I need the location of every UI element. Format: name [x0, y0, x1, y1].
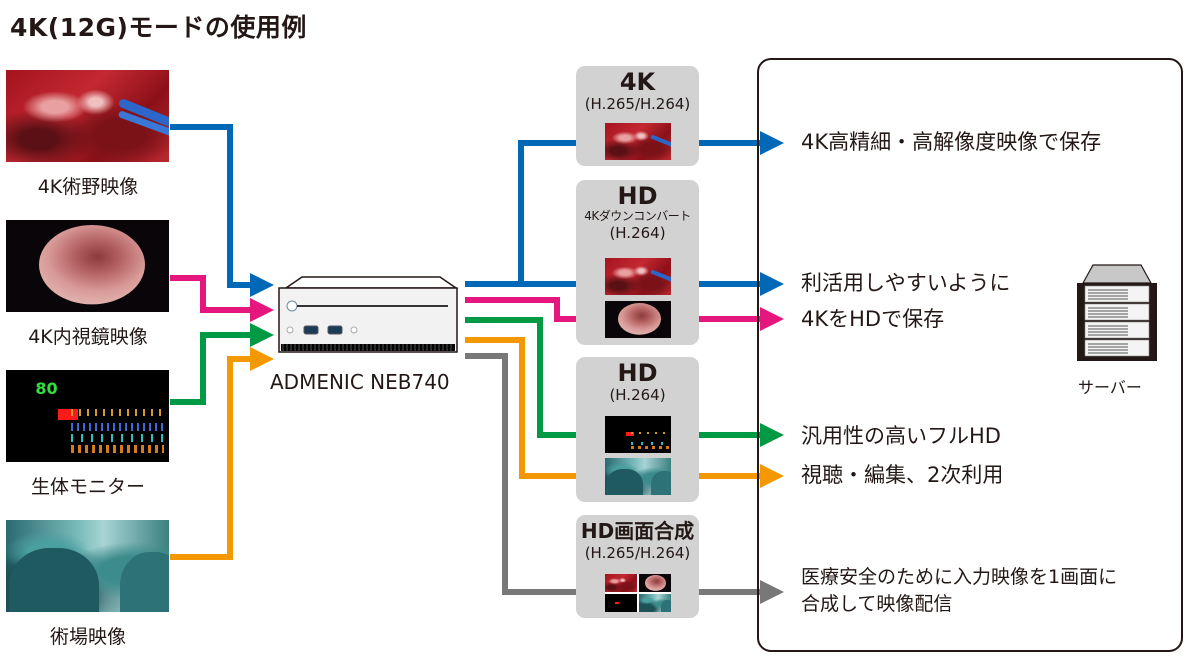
- encoder-heading: HD画面合成: [580, 519, 695, 543]
- encoder-codec: (H.264): [609, 386, 666, 404]
- thumb-surgical-field: [605, 123, 671, 160]
- input-line-orange: [170, 347, 274, 560]
- source-image-operating-room: [6, 520, 169, 612]
- thumb-operating-room: [605, 458, 671, 495]
- thumb-endoscope: [605, 301, 671, 338]
- thumb-operating-room: [639, 594, 671, 612]
- thumb-composite: [605, 574, 671, 612]
- source-image-vital-monitor: 80: [6, 370, 169, 462]
- encoder-codec: (H.265/H.264): [584, 95, 691, 113]
- encoder-box-4k: 4K (H.265/H.264): [576, 66, 699, 166]
- encoder-codec: (H.264): [609, 224, 666, 242]
- destination-4k-storage: 4K高精細・高解像度映像で保存: [801, 130, 1102, 154]
- destination-viewing-editing: 視聴・編集、2次利用: [801, 463, 1004, 487]
- device-label: ADMENIC NEB740: [270, 370, 450, 394]
- server-label: サーバー: [1078, 378, 1142, 397]
- encoder-device-icon: [278, 276, 459, 353]
- source-image-endoscope: [6, 220, 169, 312]
- input-line-green: [170, 323, 274, 405]
- source-label: 術場映像: [49, 626, 126, 648]
- source-label: 4K内視鏡映像: [28, 326, 148, 348]
- destination-full-hd: 汎用性の高いフルHD: [801, 424, 1001, 448]
- encoder-heading: 4K: [619, 68, 656, 96]
- source-label: 生体モニター: [30, 476, 145, 498]
- server-storage-frame: [757, 58, 1183, 652]
- encoder-heading: HD: [617, 182, 658, 210]
- destination-composite-line2: 合成して映像配信: [801, 593, 953, 615]
- input-line-magenta: [170, 275, 274, 322]
- encoder-heading: HD: [617, 359, 658, 387]
- encoder-box-hd-composite: HD画面合成 (H.265/H.264): [576, 515, 699, 618]
- thumb-surgical-field: [605, 574, 637, 592]
- source-label: 4K術野映像: [37, 176, 139, 198]
- diagram-title: 4K(12G)モードの使用例: [10, 13, 307, 42]
- encoder-codec: (H.265/H.264): [584, 544, 691, 562]
- destination-hd-storage-line1: 利活用しやすいように: [801, 271, 1011, 295]
- thumb-vital-monitor: [605, 416, 671, 453]
- thumb-endoscope: [639, 574, 671, 592]
- thumb-surgical-field: [605, 258, 671, 295]
- destination-composite-line1: 医療安全のために入力映像を1画面に: [801, 566, 1118, 588]
- encoder-box-hd-downconvert: HD 4Kダウンコンバート (H.264): [576, 180, 699, 345]
- destination-hd-storage-line2: 4KをHDで保存: [801, 307, 945, 331]
- source-image-surgical-field: [6, 70, 169, 162]
- encoder-subtitle: 4Kダウンコンバート: [584, 209, 691, 223]
- encoder-box-hd: HD (H.264): [576, 357, 699, 502]
- server-rack-icon: [1077, 264, 1157, 361]
- input-line-blue: [170, 124, 274, 297]
- thumb-vital-monitor: [605, 594, 637, 612]
